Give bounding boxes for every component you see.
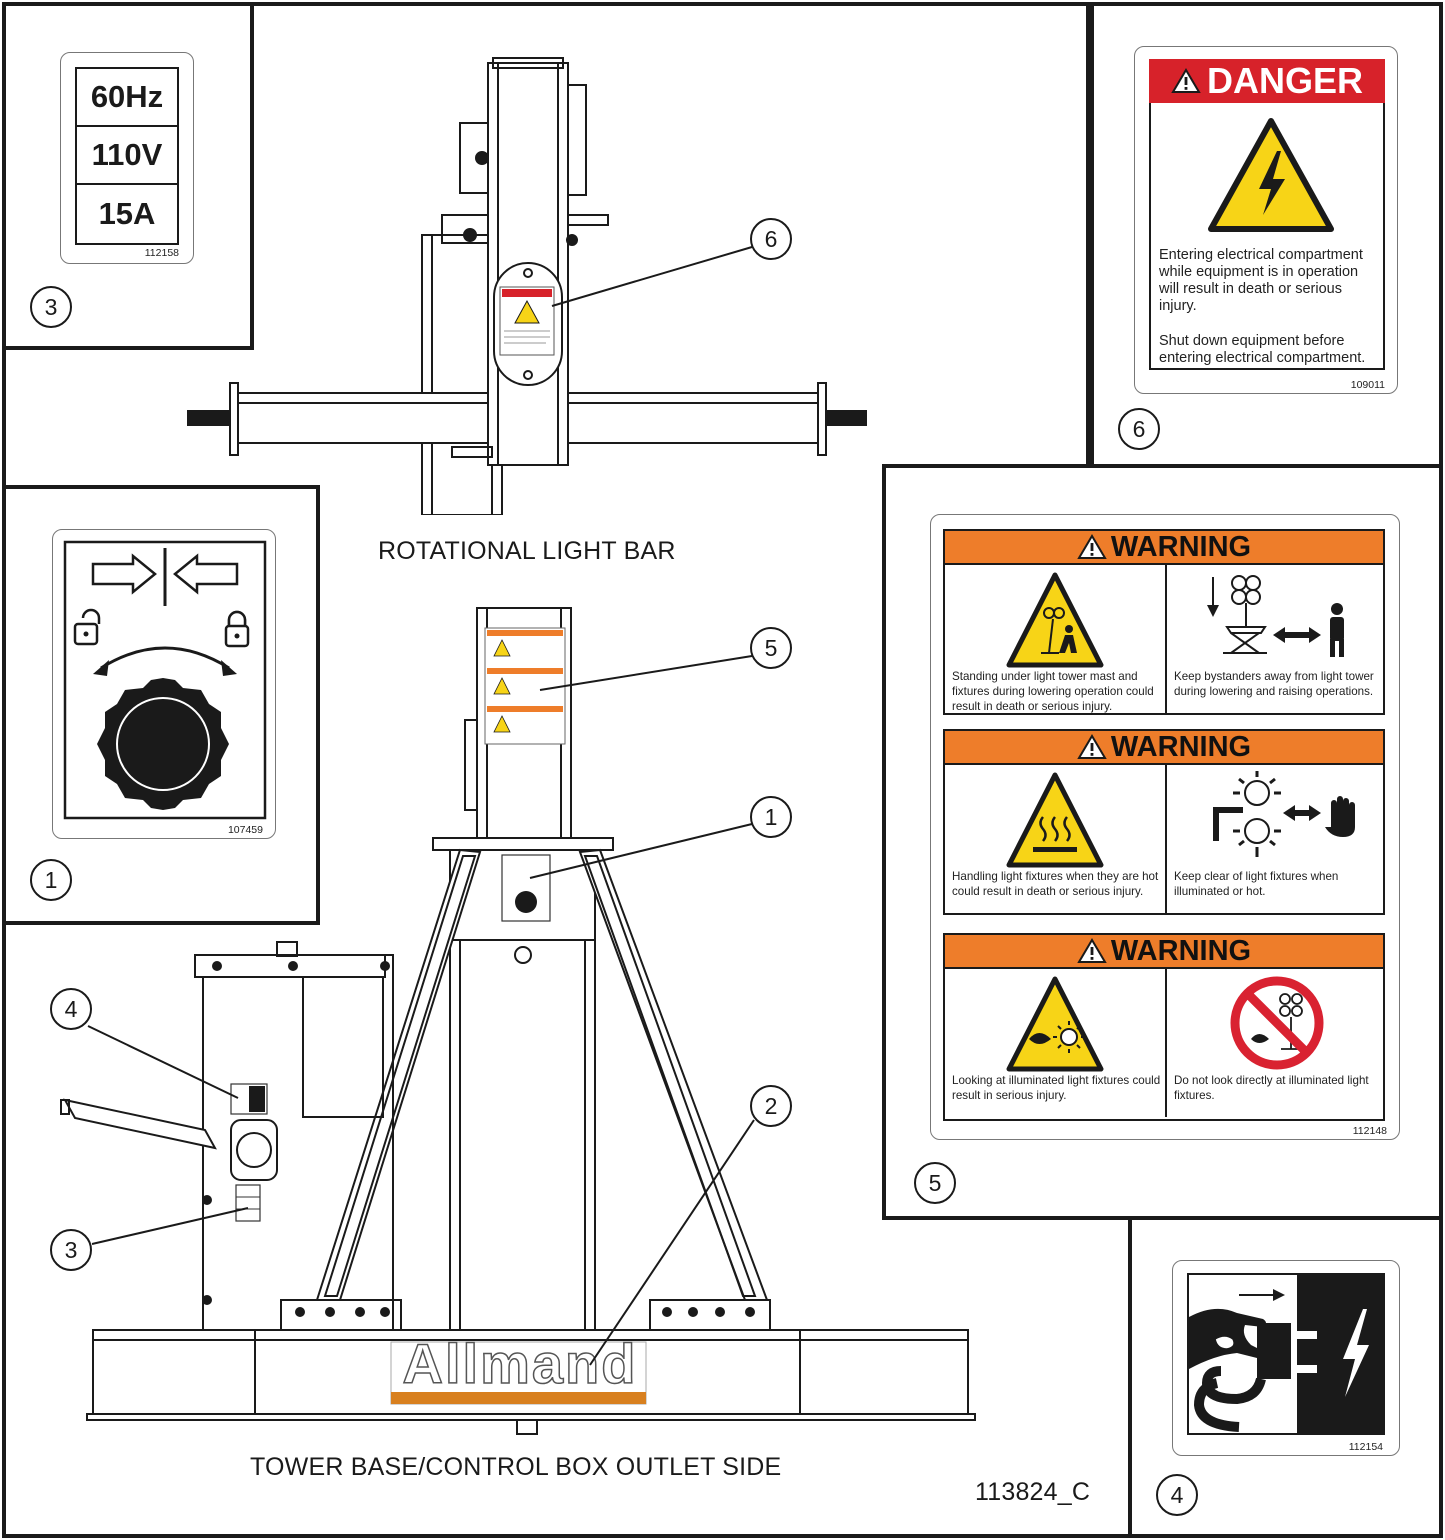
keep-away-distance-icon [1207, 575, 1344, 657]
callout-6: 6 [750, 218, 792, 260]
rating-current: 15A [98, 196, 156, 231]
tower-base-drawing [60, 607, 976, 1435]
lock-decal: 107459 [52, 529, 276, 839]
danger-header-text: DANGER [1206, 60, 1363, 101]
panel-lock-decal: 107459 1 [2, 485, 320, 925]
callout-5: 5 [750, 627, 792, 669]
part-number: 112154 [1348, 1441, 1383, 1453]
danger-message-2: Shut down equipment before entering elec… [1159, 333, 1366, 366]
caption-rotational-light-bar: ROTATIONAL LIGHT BAR [378, 537, 676, 565]
warning-triangle-icon [1171, 68, 1201, 93]
warning-triangle-icon [1077, 534, 1107, 559]
panel-disconnect-decal: 112154 4 [1128, 1216, 1443, 1538]
warning-header-text: WARNING [1110, 730, 1252, 763]
danger-header: DANGER [1149, 59, 1385, 103]
warning-text: Do not look directly at illuminated ligh… [1174, 1074, 1369, 1102]
part-number: 107459 [227, 824, 263, 836]
unplug-before-service-icon [1187, 1273, 1385, 1435]
warning-block-2: WARNING Handling light fixtures when the… [943, 729, 1385, 915]
warning-instruction-cell: Keep bystanders away from light tower du… [1165, 565, 1385, 713]
warning-triangle-icon [1077, 734, 1107, 759]
warning-header: WARNING [945, 731, 1383, 765]
callout-3: 3 [50, 1229, 92, 1271]
rating-table: 60Hz 110V 15A [75, 67, 179, 245]
warning-instruction-cell: Keep clear of light fixtures when illumi… [1165, 765, 1385, 913]
part-number: 112158 [144, 247, 179, 259]
hot-surface-hazard-icon [1006, 772, 1104, 868]
warning-header: WARNING [945, 531, 1383, 565]
drawing-number: 113824_C [975, 1478, 1091, 1506]
keep-clear-hand-icon [1213, 771, 1355, 857]
warning-row: Looking at illuminated light fixtures co… [945, 969, 1383, 1119]
warning-text: Standing under light tower mast and fixt… [952, 670, 1154, 713]
warning-hazard-cell: Standing under light tower mast and fixt… [945, 565, 1165, 713]
frame-divider [1086, 2, 1090, 468]
callout-1: 1 [750, 796, 792, 838]
panel-danger-decal: DANGER Entering electrical compartment w… [1090, 2, 1443, 468]
panel-callout-3: 3 [30, 286, 72, 328]
rotational-light-bar-drawing [187, 57, 867, 515]
warning-hazard-cell: Looking at illuminated light fixtures co… [945, 969, 1165, 1117]
panel-callout-4: 4 [1156, 1474, 1198, 1516]
do-not-look-prohibition-icon [1230, 976, 1324, 1070]
part-number: 109011 [1350, 379, 1385, 391]
warning-text: Keep bystanders away from light tower du… [1174, 670, 1374, 698]
warning-header: WARNING [945, 935, 1383, 969]
panel-callout-5: 5 [914, 1162, 956, 1204]
panel-rating-decal: 60Hz 110V 15A 112158 3 [2, 2, 254, 350]
callout-2: 2 [750, 1085, 792, 1127]
warning-block-1: WARNING Standing under light tower mast … [943, 529, 1385, 715]
caption-tower-base: TOWER BASE/CONTROL BOX OUTLET SIDE [250, 1453, 782, 1481]
disconnect-decal: 112154 [1172, 1260, 1400, 1456]
warning-header-text: WARNING [1110, 934, 1252, 967]
warning-row: Standing under light tower mast and fixt… [945, 565, 1383, 713]
brand-logo: Allmand [402, 1332, 638, 1395]
warning-decal: WARNING Standing under light tower mast … [930, 514, 1400, 1140]
rating-voltage: 110V [77, 127, 177, 185]
bright-light-eye-hazard-icon [1006, 976, 1104, 1072]
panel-callout-6: 6 [1118, 408, 1160, 450]
warning-text: Keep clear of light fixtures when illumi… [1174, 870, 1339, 898]
part-number: 112148 [1352, 1125, 1387, 1137]
rating-frequency: 60Hz [77, 69, 177, 127]
falling-mast-hazard-icon [1006, 572, 1104, 668]
panel-warning-decal: WARNING Standing under light tower mast … [882, 464, 1443, 1220]
warning-hazard-cell: Handling light fixtures when they are ho… [945, 765, 1165, 913]
danger-decal: DANGER Entering electrical compartment w… [1134, 46, 1398, 394]
warning-text: Looking at illuminated light fixtures co… [952, 1074, 1161, 1102]
electric-shock-hazard-icon [1208, 118, 1334, 232]
lock-unlock-knob-icon [63, 540, 267, 820]
warning-triangle-icon [1077, 938, 1107, 963]
danger-message-1: Entering electrical compartment while eq… [1159, 247, 1363, 314]
warning-instruction-cell: Do not look directly at illuminated ligh… [1165, 969, 1385, 1117]
rating-decal: 60Hz 110V 15A 112158 [60, 52, 194, 264]
panel-callout-1: 1 [30, 859, 72, 901]
warning-row: Handling light fixtures when they are ho… [945, 765, 1383, 913]
warning-block-3: WARNING Looking at i [943, 933, 1385, 1121]
warning-header-text: WARNING [1110, 530, 1252, 563]
warning-text: Handling light fixtures when they are ho… [952, 870, 1159, 898]
callout-4: 4 [50, 988, 92, 1030]
